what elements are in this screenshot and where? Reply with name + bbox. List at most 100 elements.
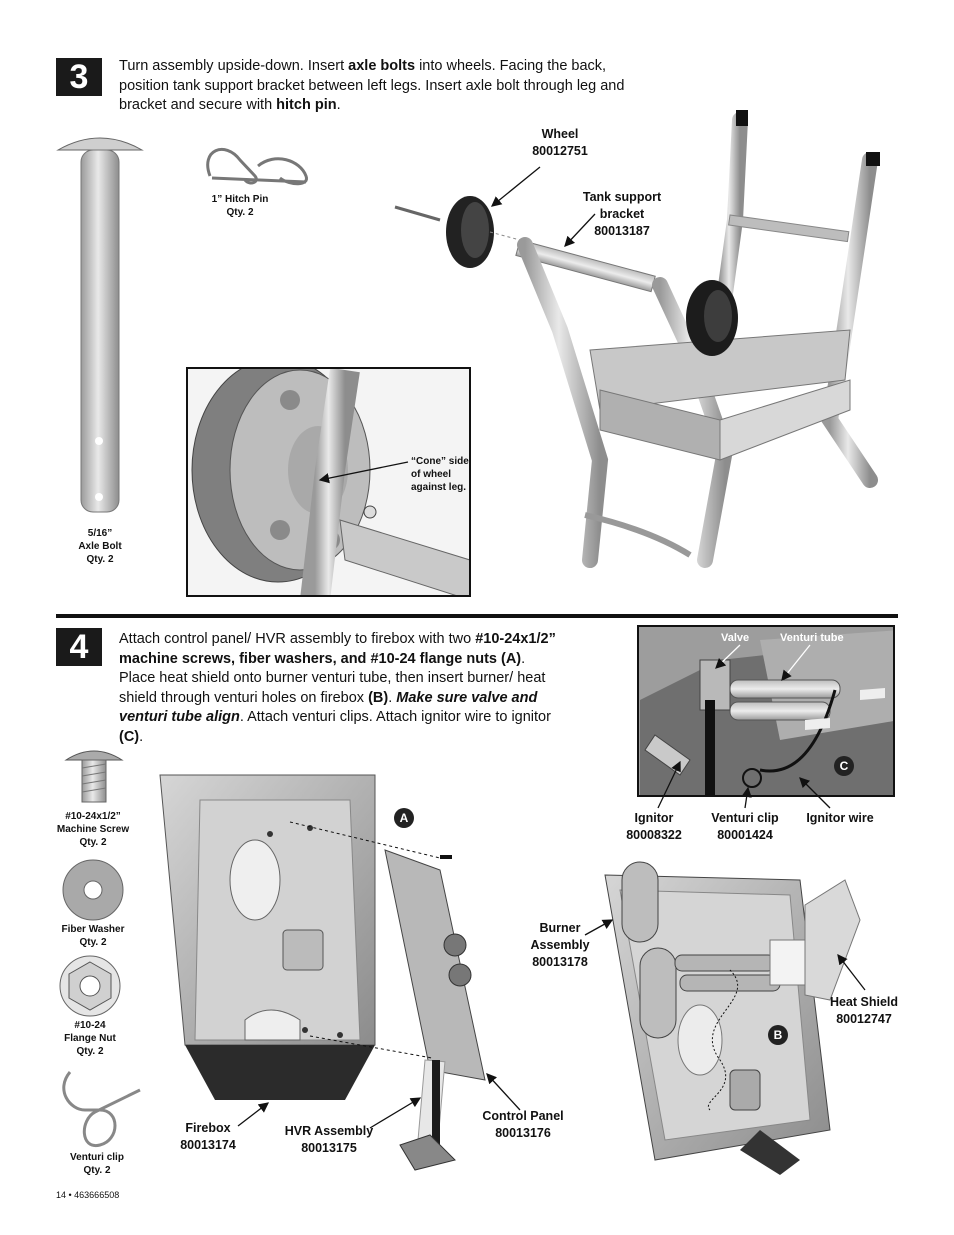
firebox-illustration: [159, 774, 486, 1171]
step-4-ref-c: (C): [119, 728, 140, 745]
venturi-clip-illustration: [62, 1071, 141, 1147]
step-3-axle-bolts: axle bolts: [348, 58, 416, 74]
burner-part-number: 80013178: [532, 955, 588, 969]
burner-leader: [584, 919, 614, 936]
axle-bolt-illustration: [56, 137, 144, 513]
clip-label: Venturi clip Qty. 2: [52, 1151, 142, 1177]
step-4-text: . Attach venturi clips. Attach ignitor w…: [239, 709, 551, 725]
tank-bracket-callout: Tank support bracket 80013187: [567, 189, 677, 240]
control-panel-leader: [486, 1073, 521, 1111]
hvr-callout: HVR Assembly 80013175: [276, 1123, 382, 1157]
cone-line-2: of wheel: [411, 469, 452, 480]
screw-name: Machine Screw: [56, 824, 130, 835]
ignitor-wire-leader: [799, 777, 831, 809]
step-3-instructions: Turn assembly upside-down. Insert axle b…: [119, 57, 659, 116]
venturi-clip-name: Venturi clip: [711, 811, 779, 825]
badge-b: B: [768, 1025, 788, 1045]
machine-screw-illustration: [64, 750, 124, 803]
control-panel-part-number: 80013176: [495, 1126, 551, 1140]
firebox-callout: Firebox 80013174: [170, 1120, 246, 1154]
nut-qty: Qty. 2: [76, 1046, 104, 1057]
nut-name: Flange Nut: [64, 1033, 116, 1044]
flange-nut-illustration: [59, 955, 121, 1017]
firebox-part-number: 80013174: [180, 1138, 236, 1152]
valve-label: Valve: [721, 632, 750, 644]
wheel-leader: [490, 166, 541, 207]
cone-line-1: “Cone” side: [411, 456, 469, 467]
step-3-text: Turn assembly upside-down. Insert: [119, 58, 349, 74]
venturi-clip-leader: [741, 786, 752, 809]
ignitor-part-number: 80008322: [626, 828, 682, 842]
heat-shield-callout: Heat Shield 80012747: [826, 994, 902, 1028]
cone-side-callout: “Cone” side of wheel against leg.: [411, 455, 471, 494]
venturi-tube-label: Venturi tube: [780, 632, 844, 644]
step-3-number: 3: [56, 58, 102, 96]
wheel-part-number: 80012751: [532, 144, 588, 158]
step-4-text: .: [388, 689, 397, 706]
fiber-washer-illustration: [62, 859, 124, 921]
ignitor-callout: Ignitor 80008322: [614, 810, 694, 844]
cone-side-detail: [186, 367, 471, 597]
screw-label: #10-24x1/2” Machine Screw Qty. 2: [48, 810, 138, 849]
axle-bolt-label: 5/16” Axle Bolt Qty. 2: [60, 527, 140, 566]
firebox-leader: [237, 1102, 270, 1127]
hitch-pin-qty: Qty. 2: [226, 207, 254, 218]
washer-name: Fiber Washer: [61, 924, 125, 935]
grill-frame-illustration: [394, 110, 880, 568]
hvr-part-number: 80013175: [301, 1141, 357, 1155]
burner-callout: Burner Assembly 80013178: [522, 920, 598, 971]
step-4-number: 4: [56, 628, 102, 666]
section-divider: [56, 614, 898, 618]
clip-qty: Qty. 2: [83, 1165, 111, 1176]
axle-bolt-name: Axle Bolt: [78, 541, 122, 552]
hvr-name: HVR Assembly: [284, 1124, 374, 1138]
washer-label: Fiber Washer Qty. 2: [48, 923, 138, 949]
step-3-text: into wheels. Facing the back, position t…: [119, 58, 625, 113]
bracket-part-number: 80013187: [594, 224, 650, 238]
valve-detail-photo: [637, 625, 895, 797]
ignitor-leader: [657, 760, 681, 809]
axle-bolt-qty: Qty. 2: [86, 554, 114, 565]
step-3-hitch-pin: hitch pin: [276, 97, 337, 113]
heat-shield-part-number: 80012747: [836, 1012, 892, 1026]
burner-name-1: Burner: [539, 921, 581, 935]
step-4-text: . Place heat shield onto burner venturi …: [119, 650, 546, 706]
cone-line-3: against leg.: [411, 482, 467, 493]
nut-size: #10-24: [74, 1020, 106, 1031]
axle-bolt-size: 5/16”: [87, 528, 113, 539]
heat-shield-name: Heat Shield: [829, 995, 899, 1009]
venturi-clip-callout: Venturi clip 80001424: [700, 810, 790, 844]
badge-a: A: [394, 808, 414, 828]
page-footer: 14 • 463666508: [56, 1190, 120, 1200]
step-4-hardware: #10-24x1/2” machine screws, fiber washer…: [119, 631, 556, 667]
step-4-warning: Make sure valve and venturi tube align: [119, 689, 538, 726]
step-3-text: .: [336, 97, 341, 113]
wheel-name: Wheel: [541, 127, 579, 141]
badge-c: C: [834, 756, 854, 776]
wheel-callout: Wheel 80012751: [510, 126, 610, 160]
venturi-clip-part-number: 80001424: [717, 828, 773, 842]
control-panel-callout: Control Panel 80013176: [476, 1108, 570, 1142]
ignitor-name: Ignitor: [634, 811, 674, 825]
step-4-instructions: Attach control panel/ HVR assembly to fi…: [119, 630, 564, 747]
clip-name: Venturi clip: [70, 1152, 124, 1163]
hitch-pin-illustration: [206, 147, 308, 186]
hitch-pin-label: 1” Hitch Pin Qty. 2: [200, 193, 280, 219]
bracket-leader: [564, 213, 596, 247]
bracket-name-1: Tank support: [582, 190, 662, 204]
firebox-name: Firebox: [185, 1121, 231, 1135]
nut-label: #10-24 Flange Nut Qty. 2: [48, 1019, 132, 1058]
hitch-pin-name: 1” Hitch Pin: [211, 194, 269, 205]
heat-shield-leader: [837, 953, 866, 991]
burner-illustration: [604, 861, 861, 1175]
burner-name-2: Assembly: [530, 938, 590, 952]
screw-size: #10-24x1/2”: [65, 811, 121, 822]
step-4-text: .: [139, 728, 144, 745]
control-panel-name: Control Panel: [482, 1109, 564, 1123]
bracket-name-2: bracket: [599, 207, 645, 221]
step-4-ref-b: (B): [368, 689, 389, 706]
step-4-text: Attach control panel/ HVR assembly to fi…: [119, 631, 476, 647]
hvr-leader: [369, 1097, 422, 1129]
washer-qty: Qty. 2: [79, 937, 107, 948]
